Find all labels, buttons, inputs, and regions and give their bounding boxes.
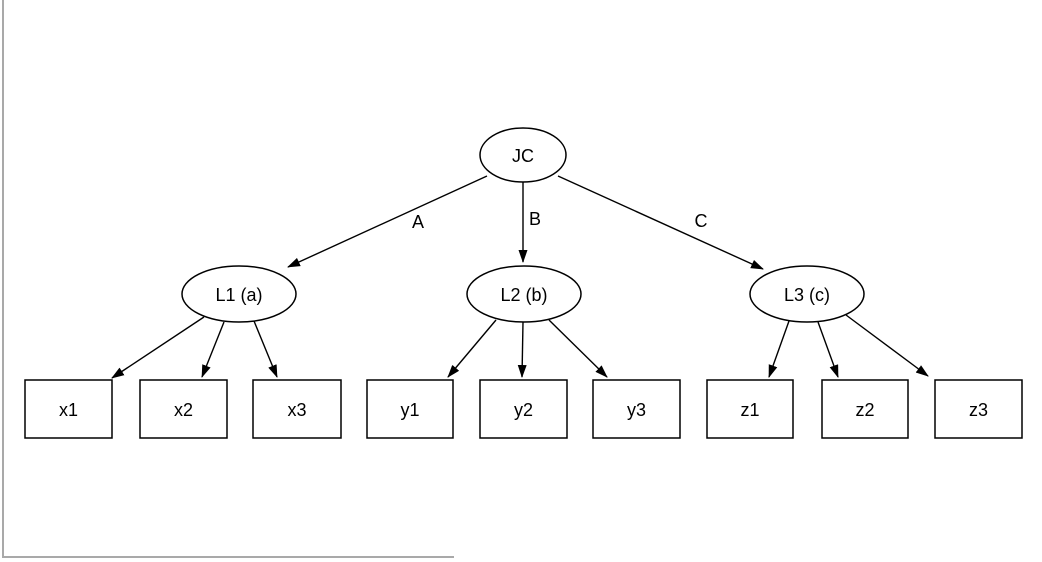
node-label-L3: L3 (c) (784, 285, 830, 305)
edge-line-L1-x1 (111, 316, 205, 379)
edge-JC-L2: B (518, 182, 541, 263)
edge-JC-L1: A (287, 175, 488, 268)
edge-line-L2-y1 (447, 319, 497, 378)
edge-line-L1-x2 (201, 321, 225, 378)
nodes-layer: JC L1 (a) L2 (b) L3 (c) x1 x2 x3 y1 y2 y3 z1 z2 z3 (24, 127, 1023, 439)
node-z2: z2 (821, 379, 909, 439)
rect-z2 (821, 379, 909, 439)
node-x1: x1 (24, 379, 113, 439)
node-z1: z1 (706, 379, 794, 439)
node-y3: y3 (592, 379, 681, 439)
edge-JC-L3: C (557, 175, 764, 270)
node-label-y1: y1 (400, 400, 419, 420)
edges-layer: A B C (111, 175, 929, 379)
edge-line-L3-z2 (817, 321, 839, 378)
node-L1: L1 (a) (181, 265, 297, 323)
edge-L3-z1 (768, 320, 790, 378)
node-label-x1: x1 (59, 400, 78, 420)
window-bottom-border (2, 556, 454, 558)
ellipse-L2 (466, 265, 582, 323)
ellipse-JC (479, 127, 567, 183)
node-label-L2: L2 (b) (500, 285, 547, 305)
rect-x2 (139, 379, 228, 439)
node-label-y2: y2 (514, 400, 533, 420)
edge-L3-z3 (845, 314, 929, 377)
node-label-x3: x3 (287, 400, 306, 420)
edge-line-L2-y3 (548, 319, 608, 378)
rect-z3 (934, 379, 1023, 439)
node-label-x2: x2 (174, 400, 193, 420)
edge-L2-y2 (517, 321, 527, 378)
edge-L2-y3 (548, 319, 608, 378)
edge-label-B: B (529, 209, 541, 229)
node-x2: x2 (139, 379, 228, 439)
ellipse-L1 (181, 265, 297, 323)
edge-line-L2-y2 (517, 321, 527, 378)
edge-L3-z2 (817, 321, 839, 378)
edge-line-JC-L3 (557, 175, 764, 270)
node-x3: x3 (252, 379, 342, 439)
ellipse-L3 (749, 265, 865, 323)
node-y1: y1 (366, 379, 454, 439)
edge-L2-y1 (447, 319, 497, 378)
node-label-JC: JC (512, 146, 534, 166)
edge-line-L1-x3 (253, 320, 278, 378)
window-left-border (2, 0, 4, 557)
node-L2: L2 (b) (466, 265, 582, 323)
node-label-y3: y3 (627, 400, 646, 420)
node-y2: y2 (479, 379, 568, 439)
rect-x1 (24, 379, 113, 439)
node-label-z2: z2 (855, 400, 874, 420)
rect-y3 (592, 379, 681, 439)
edge-L1-x2 (201, 321, 225, 378)
rect-z1 (706, 379, 794, 439)
edge-line-JC-L1 (287, 175, 488, 268)
node-L3: L3 (c) (749, 265, 865, 323)
edge-line-L3-z1 (768, 320, 790, 378)
node-label-L1: L1 (a) (215, 285, 262, 305)
node-JC: JC (479, 127, 567, 183)
edge-label-C: C (695, 211, 708, 231)
edge-line-L3-z3 (845, 314, 929, 377)
rect-x3 (252, 379, 342, 439)
edge-L1-x3 (253, 320, 278, 378)
node-label-z3: z3 (969, 400, 988, 420)
node-z3: z3 (934, 379, 1023, 439)
rect-y2 (479, 379, 568, 439)
rect-y1 (366, 379, 454, 439)
edge-L1-x1 (111, 316, 205, 379)
node-label-z1: z1 (740, 400, 759, 420)
edge-label-A: A (412, 212, 424, 232)
